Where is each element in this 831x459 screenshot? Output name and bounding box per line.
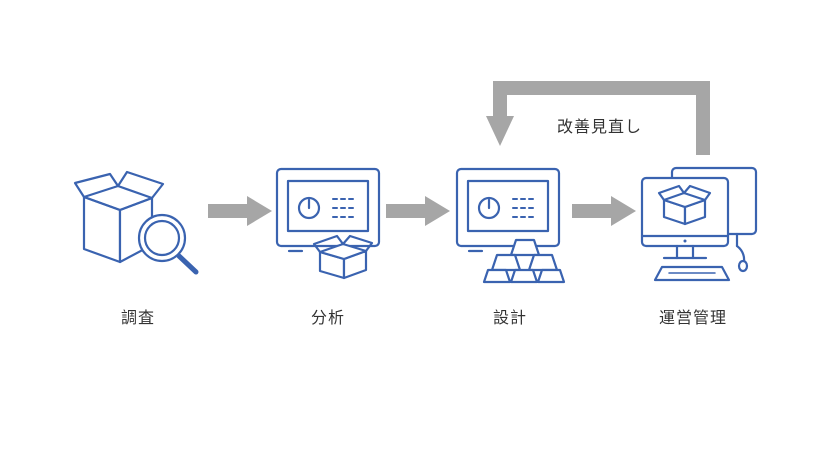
dual-monitor-box-icon xyxy=(640,166,758,282)
flow-arrow-2 xyxy=(386,196,450,226)
feedback-loop-label: 改善見直し xyxy=(557,117,643,136)
flow-arrow-3 xyxy=(572,196,636,226)
flow-arrow-1 xyxy=(208,196,272,226)
monitor-bricks-icon xyxy=(455,167,566,284)
feedback-loop-arrow xyxy=(486,81,710,155)
monitor-box-icon xyxy=(275,167,381,280)
step-label-analysis: 分析 xyxy=(310,308,345,327)
step-label-operation: 運営管理 xyxy=(658,308,727,327)
step-label-survey: 調査 xyxy=(120,308,155,327)
step-label-design: 設計 xyxy=(492,308,527,327)
box-magnifier-icon xyxy=(73,170,199,275)
